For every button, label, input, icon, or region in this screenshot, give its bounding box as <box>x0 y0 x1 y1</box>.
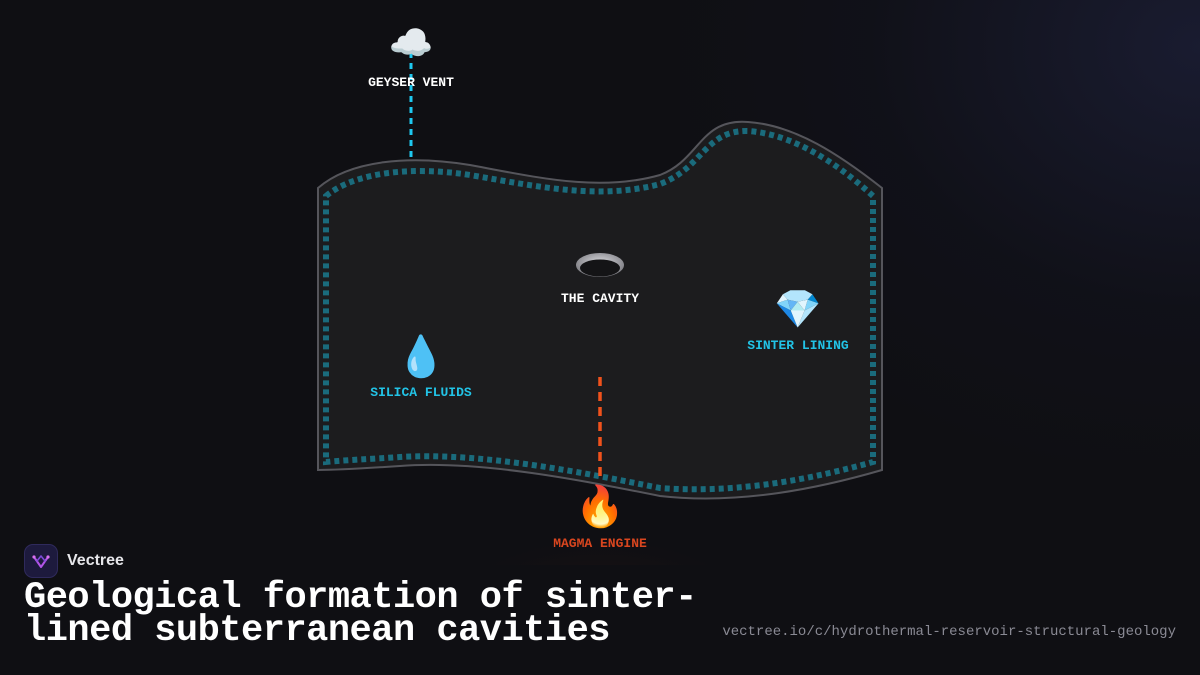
fire-icon: 🔥 <box>575 483 625 533</box>
page-url[interactable]: vectree.io/c/hydrothermal-reservoir-stru… <box>722 624 1176 640</box>
vectree-logo-icon <box>24 544 58 578</box>
diagram-stage: ☁️ GEYSER VENT THE CAVITY 💎 SINTER LININ… <box>317 25 883 565</box>
droplet-icon: 💧 <box>396 333 446 383</box>
sinter-lining-label: SINTER LINING <box>747 338 849 353</box>
sinter-lining-edge <box>323 127 876 493</box>
brand-name: Vectree <box>67 552 124 569</box>
geyser-vent-label: GEYSER VENT <box>368 75 454 90</box>
page-title: Geological formation of sinter-lined sub… <box>24 577 697 652</box>
silica-fluids-label: SILICA FLUIDS <box>370 385 472 400</box>
gem-icon: 💎 <box>774 289 821 334</box>
cavity-diagram: ☁️ GEYSER VENT THE CAVITY 💎 SINTER LININ… <box>317 25 883 565</box>
brand[interactable]: Vectree <box>24 544 124 578</box>
cavity-outline <box>317 120 883 500</box>
hole-icon <box>576 253 624 277</box>
magma-engine-label: MAGMA ENGINE <box>553 536 647 551</box>
the-cavity-label: THE CAVITY <box>561 291 639 306</box>
cloud-icon: ☁️ <box>389 25 434 66</box>
